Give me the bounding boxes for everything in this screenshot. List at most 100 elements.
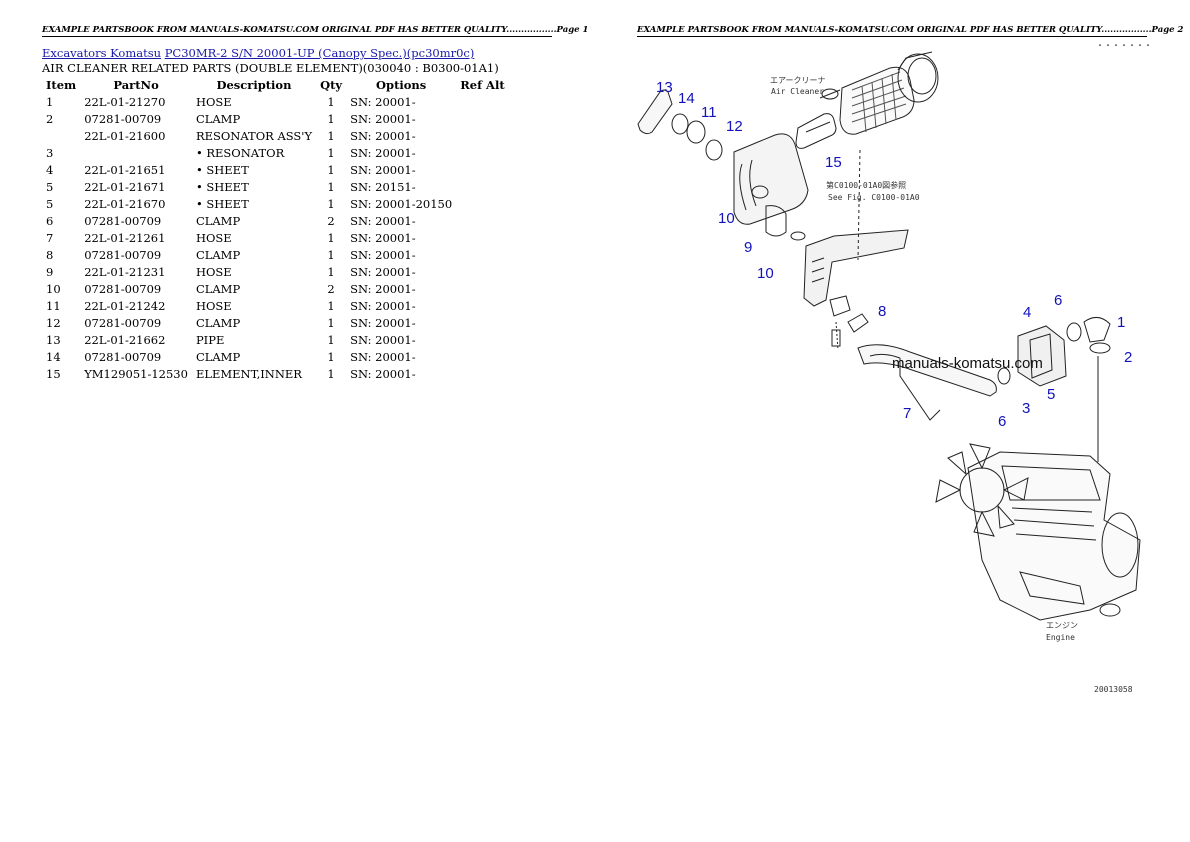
cell-description: • RESONATOR (195, 145, 285, 160)
cell-item: 11 (46, 298, 61, 313)
callout-6-upper: 6 (1054, 292, 1062, 309)
bolt (831, 321, 841, 351)
cell-description: RESONATOR ASS'Y (195, 128, 313, 143)
air-cleaner-element (839, 66, 915, 135)
callout-9: 9 (744, 239, 752, 256)
cell-qty: 1 (327, 230, 335, 245)
cell-qty: 1 (327, 128, 335, 143)
cell-partno: 22L-01-21671 (84, 179, 166, 194)
cell-ref-alt (456, 348, 508, 365)
cell-ref-alt (456, 314, 508, 331)
cell-ref-alt (456, 195, 508, 212)
cell-ref-alt (456, 263, 508, 280)
label-air-cleaner-en: Air Cleaner (771, 87, 824, 96)
pipe-13 (637, 89, 673, 135)
cell-options: SN: 20001- (350, 213, 416, 228)
cell-partno: 22L-01-21231 (84, 264, 166, 279)
cell-ref-alt (456, 212, 508, 229)
cell-qty: 1 (327, 315, 335, 330)
cell-ref-alt (456, 229, 508, 246)
callout-13: 13 (656, 79, 673, 96)
breadcrumb-link-model[interactable]: PC30MR-2 S/N 20001-UP (Canopy Spec.)(pc3… (164, 46, 475, 60)
cell-options: SN: 20001- (350, 128, 416, 143)
page-header-right: EXAMPLE PARTSBOOK FROM MANUALS-KOMATSU.C… (637, 25, 1184, 35)
cell-partno: 07281-00709 (84, 281, 162, 296)
cell-partno: YM129051-12530 (84, 366, 188, 381)
cell-options: SN: 20001- (350, 94, 416, 109)
cell-qty: 1 (327, 162, 335, 177)
drawing-code: 20013058 (1094, 685, 1133, 694)
col-header-partno: PartNo (113, 77, 159, 92)
cell-description: HOSE (195, 298, 232, 313)
col-header-options: Options (376, 77, 427, 92)
cell-options: SN: 20001-20150 (350, 196, 453, 211)
callout-8: 8 (878, 303, 886, 320)
cell-options: SN: 20001- (350, 264, 416, 279)
air-cleaner-housing (733, 133, 809, 225)
breadcrumb: Excavators Komatsu PC30MR-2 S/N 20001-UP… (42, 46, 474, 60)
cell-description: • SHEET (195, 179, 249, 194)
callout-5: 5 (1047, 386, 1055, 403)
cell-qty: 1 (327, 264, 335, 279)
cell-qty: 1 (327, 298, 335, 313)
cell-partno: 22L-01-21662 (84, 332, 166, 347)
cell-description: CLAMP (195, 349, 241, 364)
cell-item: 12 (46, 315, 61, 330)
cell-item: 2 (46, 111, 54, 126)
cell-ref-alt (456, 365, 508, 382)
cell-options: SN: 20151- (350, 179, 416, 194)
cell-partno: 07281-00709 (84, 247, 162, 262)
cell-options: SN: 20001- (350, 281, 416, 296)
callout-6-lower: 6 (998, 413, 1006, 430)
end-cap (897, 51, 939, 103)
cell-item: 8 (46, 247, 54, 262)
page-header-left: EXAMPLE PARTSBOOK FROM MANUALS-KOMATSU.C… (42, 25, 589, 35)
table-row: 22L-01-21600 RESONATOR ASS'Y 1 SN: 20001- (42, 127, 509, 144)
watermark: manuals-komatsu.com (892, 355, 1043, 372)
cell-qty: 1 (327, 366, 335, 381)
clamp-8 (847, 313, 869, 333)
cell-partno: 22L-01-21270 (84, 94, 166, 109)
cell-partno: 22L-01-21600 (84, 128, 166, 143)
callout-11: 11 (701, 104, 717, 121)
cell-partno: 22L-01-21651 (84, 162, 166, 177)
cell-description: CLAMP (195, 315, 241, 330)
breadcrumb-link-category[interactable]: Excavators Komatsu (42, 46, 162, 60)
cell-description: • SHEET (195, 196, 249, 211)
cell-ref-alt (456, 246, 508, 263)
callout-10-lower: 10 (757, 265, 774, 282)
header-rule-left (42, 36, 552, 37)
cell-partno: 22L-01-21261 (84, 230, 166, 245)
cell-item: 5 (46, 196, 54, 211)
callout-2: 2 (1124, 349, 1132, 366)
cell-partno: 07281-00709 (84, 111, 162, 126)
cell-description: HOSE (195, 230, 232, 245)
col-header-ref-alt: Ref Alt (460, 77, 505, 92)
cell-options: SN: 20001- (350, 298, 416, 313)
cell-item: 1 (46, 94, 54, 109)
cell-item (42, 127, 80, 144)
callout-1: 1 (1117, 314, 1125, 331)
cell-description: • SHEET (195, 162, 249, 177)
cell-ref-alt (456, 127, 508, 144)
cell-ref-alt (456, 331, 508, 348)
hose-7 (857, 344, 997, 421)
cell-qty: 1 (327, 179, 335, 194)
col-header-item: Item (46, 77, 77, 92)
cell-qty: 1 (327, 145, 335, 160)
cell-description: ELEMENT,INNER (195, 366, 302, 381)
label-engine-jp: エンジン (1046, 621, 1078, 630)
cell-partno: 22L-01-21670 (84, 196, 166, 211)
cell-description: CLAMP (195, 281, 241, 296)
